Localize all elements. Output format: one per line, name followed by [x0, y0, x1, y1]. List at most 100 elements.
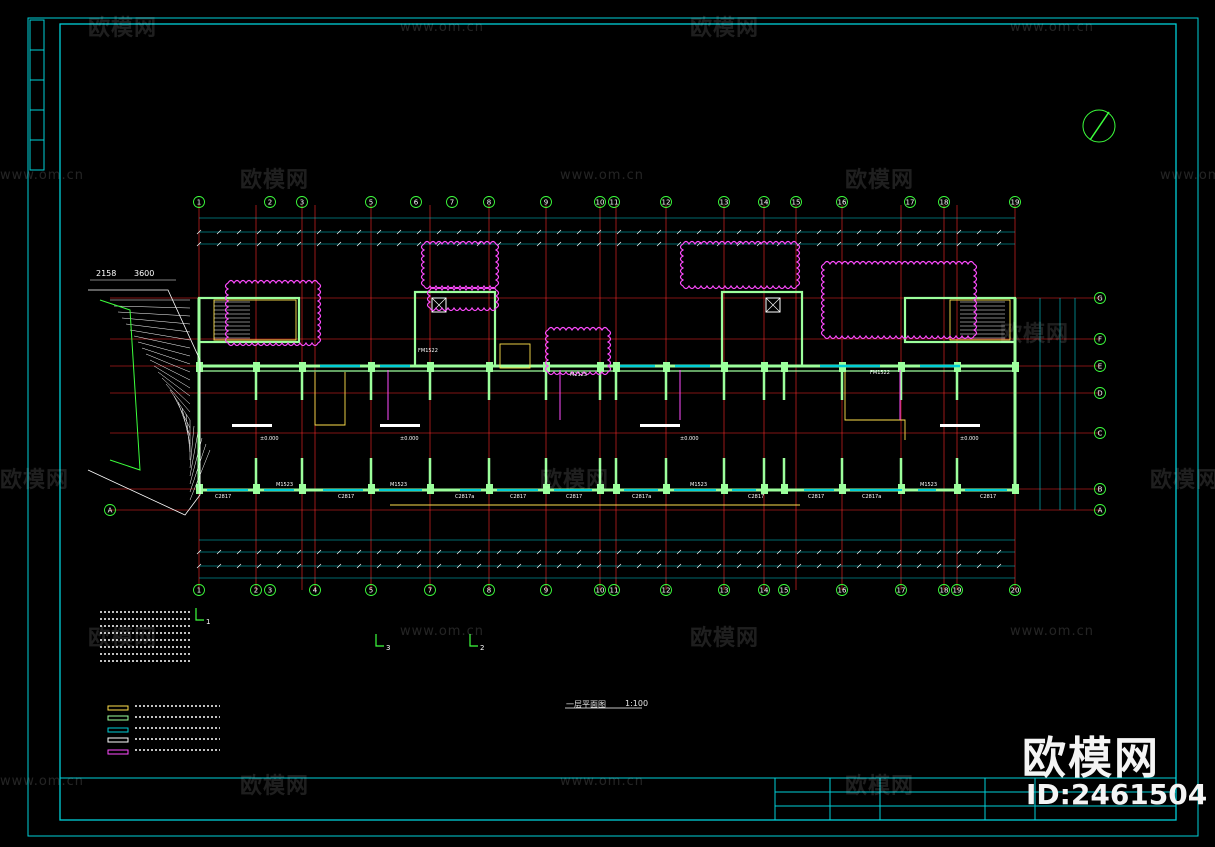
room-label	[940, 424, 980, 427]
grid-bubble-bottom: 3	[268, 587, 272, 595]
dimension-tick	[296, 549, 302, 555]
grid-bubble-left-circle	[104, 504, 116, 516]
dimension-tick	[836, 229, 842, 235]
grid-bubble-bottom-circle	[778, 584, 790, 596]
column	[781, 484, 788, 494]
dimension-tick	[556, 563, 562, 569]
dimension-tick	[956, 549, 962, 555]
dimension-tick	[376, 229, 382, 235]
column	[781, 362, 788, 372]
dimension-tick	[676, 229, 682, 235]
dimension-tick	[676, 549, 682, 555]
column	[721, 484, 728, 494]
dimension-tick	[656, 241, 662, 247]
door-tag: M1523	[390, 482, 407, 488]
dimension-tick	[216, 563, 222, 569]
dimension-tick	[216, 241, 222, 247]
dimension-tick	[856, 229, 862, 235]
grid-bubble-bottom: 8	[487, 587, 491, 595]
watermark-logo: 欧模网	[88, 16, 158, 41]
dimension-tick	[636, 549, 642, 555]
dimension-tick	[876, 241, 882, 247]
brand-logo: 欧模网	[1022, 733, 1160, 784]
grid-bubble-bottom-circle	[193, 584, 205, 596]
grid-bubble-top-circle	[264, 196, 276, 208]
dimension-tick	[316, 563, 322, 569]
dimension-tick	[676, 241, 682, 247]
watermark-url: www.om.cn	[1160, 168, 1215, 183]
dimension-tick	[516, 549, 522, 555]
window-tag: C2817	[338, 494, 354, 500]
grid-bubble-top: 5	[369, 199, 373, 207]
dimension-tick	[196, 241, 202, 247]
outer-frame	[27, 17, 1199, 837]
dimension-tick	[636, 563, 642, 569]
grid-bubble-right: D	[1097, 390, 1102, 398]
hatch-line	[133, 335, 191, 349]
grid-bubble-top: 6	[414, 199, 419, 207]
north-arrow	[1082, 109, 1116, 143]
shrub	[544, 326, 612, 376]
grid-bubble-bottom: 16	[838, 587, 847, 595]
window-tag: C2817	[748, 494, 764, 500]
dimension-tick	[716, 229, 722, 235]
shrub	[224, 279, 322, 347]
watermark-url: www.om.cn	[560, 774, 644, 789]
dimension-tick	[616, 241, 622, 247]
room-label	[380, 424, 420, 427]
dimension-tick	[916, 229, 922, 235]
core-block	[720, 290, 804, 368]
dimension-tick	[576, 563, 582, 569]
grid-bubble-bottom-circle	[424, 584, 436, 596]
grid-bubble-top-circle	[446, 196, 458, 208]
watermark-url: www.om.cn	[400, 20, 484, 35]
dimension-tick	[656, 549, 662, 555]
elevation-mark: ±0.000	[400, 436, 419, 442]
dimension-tick	[256, 563, 262, 569]
grid-bubble-top: 18	[940, 199, 949, 207]
column	[839, 484, 846, 494]
grid-bubble-top-circle	[410, 196, 422, 208]
dimension-tick	[796, 549, 802, 555]
door-tag: M1523	[276, 482, 293, 488]
dimension-tick	[896, 241, 902, 247]
dimension-tick	[916, 563, 922, 569]
grid-bubble-top: 19	[1011, 199, 1020, 207]
dimension-tick	[816, 229, 822, 235]
grid-bubble-top-circle	[540, 196, 552, 208]
dimension-tick	[876, 563, 882, 569]
shrub	[426, 286, 500, 312]
dimension-tick	[696, 563, 702, 569]
column	[898, 362, 905, 372]
core-block	[903, 296, 1017, 344]
dimension-tick	[716, 563, 722, 569]
grid-bubble-top: 9	[544, 199, 548, 207]
column	[761, 362, 768, 372]
window-tag: C2817	[215, 494, 231, 500]
dimension-tick	[256, 241, 262, 247]
dimension-tick	[816, 563, 822, 569]
column	[663, 484, 670, 494]
dimension-text: 2158	[96, 269, 116, 278]
dimension-tick	[796, 229, 802, 235]
grid-bubble-top-circle	[836, 196, 848, 208]
watermark-logo: 欧模网	[0, 468, 70, 493]
column	[427, 484, 434, 494]
dimension-tick	[516, 229, 522, 235]
watermark-url: www.om.cn	[400, 624, 484, 639]
partition-line	[844, 372, 906, 440]
grid-bubble-right: A	[1098, 507, 1103, 515]
grid-bubble-top: 2	[268, 199, 272, 207]
dimension-tick	[896, 563, 902, 569]
dimension-tick	[596, 549, 602, 555]
grid-bubble-bottom: 18	[940, 587, 949, 595]
section-mark-label: 3	[386, 644, 390, 652]
grid-bubble-top-circle	[758, 196, 770, 208]
dimension-tick	[816, 241, 822, 247]
hatch-line	[137, 341, 191, 357]
dimension-tick	[276, 241, 282, 247]
hatch-line	[189, 431, 199, 477]
dimension-tick	[796, 241, 802, 247]
hatch-line	[165, 383, 191, 413]
dimension-tick	[456, 549, 462, 555]
